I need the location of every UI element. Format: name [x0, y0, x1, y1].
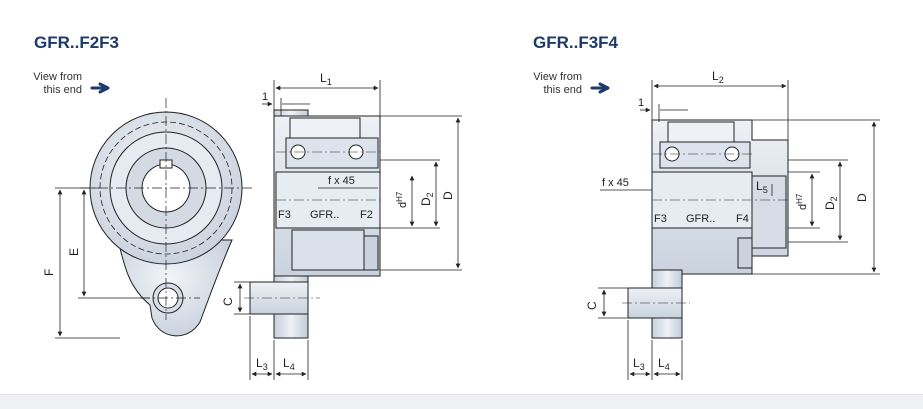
right-label-GFR: GFR.. [686, 213, 715, 225]
right-diagram-title: GFR..F3F4 [533, 33, 619, 52]
left-dim-dH7: dH7 [395, 191, 409, 208]
left-label-GFR: GFR.. [310, 209, 339, 221]
right-side-view [622, 119, 790, 339]
left-dim-C: C [221, 297, 235, 306]
right-dim-L5: L5 [756, 179, 768, 195]
right-dim-D: D [855, 193, 869, 202]
left-dim-fx45: f x 45 [328, 175, 355, 187]
right-dim-C: C [585, 301, 599, 310]
right-dim-L2: L2 [712, 69, 724, 85]
left-label-F2: F2 [360, 209, 373, 221]
left-dim-L1: L1 [320, 71, 332, 87]
left-view-note-line1: View from [33, 71, 82, 83]
left-dim-F: F [42, 269, 56, 276]
bottom-band [0, 394, 923, 409]
left-dim-1: 1 [262, 91, 268, 103]
right-label-F3: F3 [654, 213, 667, 225]
left-view-note: View from this end [16, 71, 82, 97]
left-view-note-line2: this end [43, 84, 82, 96]
right-label-F4: F4 [736, 213, 749, 225]
left-label-F3: F3 [278, 209, 291, 221]
left-dim-E: E [67, 248, 81, 256]
right-dim-fx45: f x 45 [602, 177, 629, 189]
left-side-view [244, 109, 381, 339]
right-view-note: View from this end [516, 71, 582, 97]
left-diagram-title: GFR..F2F3 [34, 33, 120, 52]
right-side-dim-lines [598, 80, 880, 380]
right-dim-D2: D2 [823, 196, 839, 210]
left-view-arrow-icon [90, 82, 110, 94]
right-view-note-line2: this end [543, 84, 582, 96]
left-dim-D2: D2 [419, 192, 435, 206]
left-dim-D: D [441, 191, 455, 200]
right-dim-dH7: dH7 [795, 193, 809, 210]
left-dim-L4: L4 [283, 356, 295, 372]
right-dim-1: 1 [638, 97, 644, 109]
right-dim-L4: L4 [658, 356, 670, 372]
left-front-view [80, 98, 252, 337]
right-dim-L3: L3 [633, 356, 645, 372]
left-dim-L3: L3 [256, 356, 268, 372]
left-dim-lines [55, 187, 150, 339]
right-view-arrow-icon [590, 82, 610, 94]
left-side-dim-lines [234, 80, 462, 380]
right-view-note-line1: View from [533, 71, 582, 83]
